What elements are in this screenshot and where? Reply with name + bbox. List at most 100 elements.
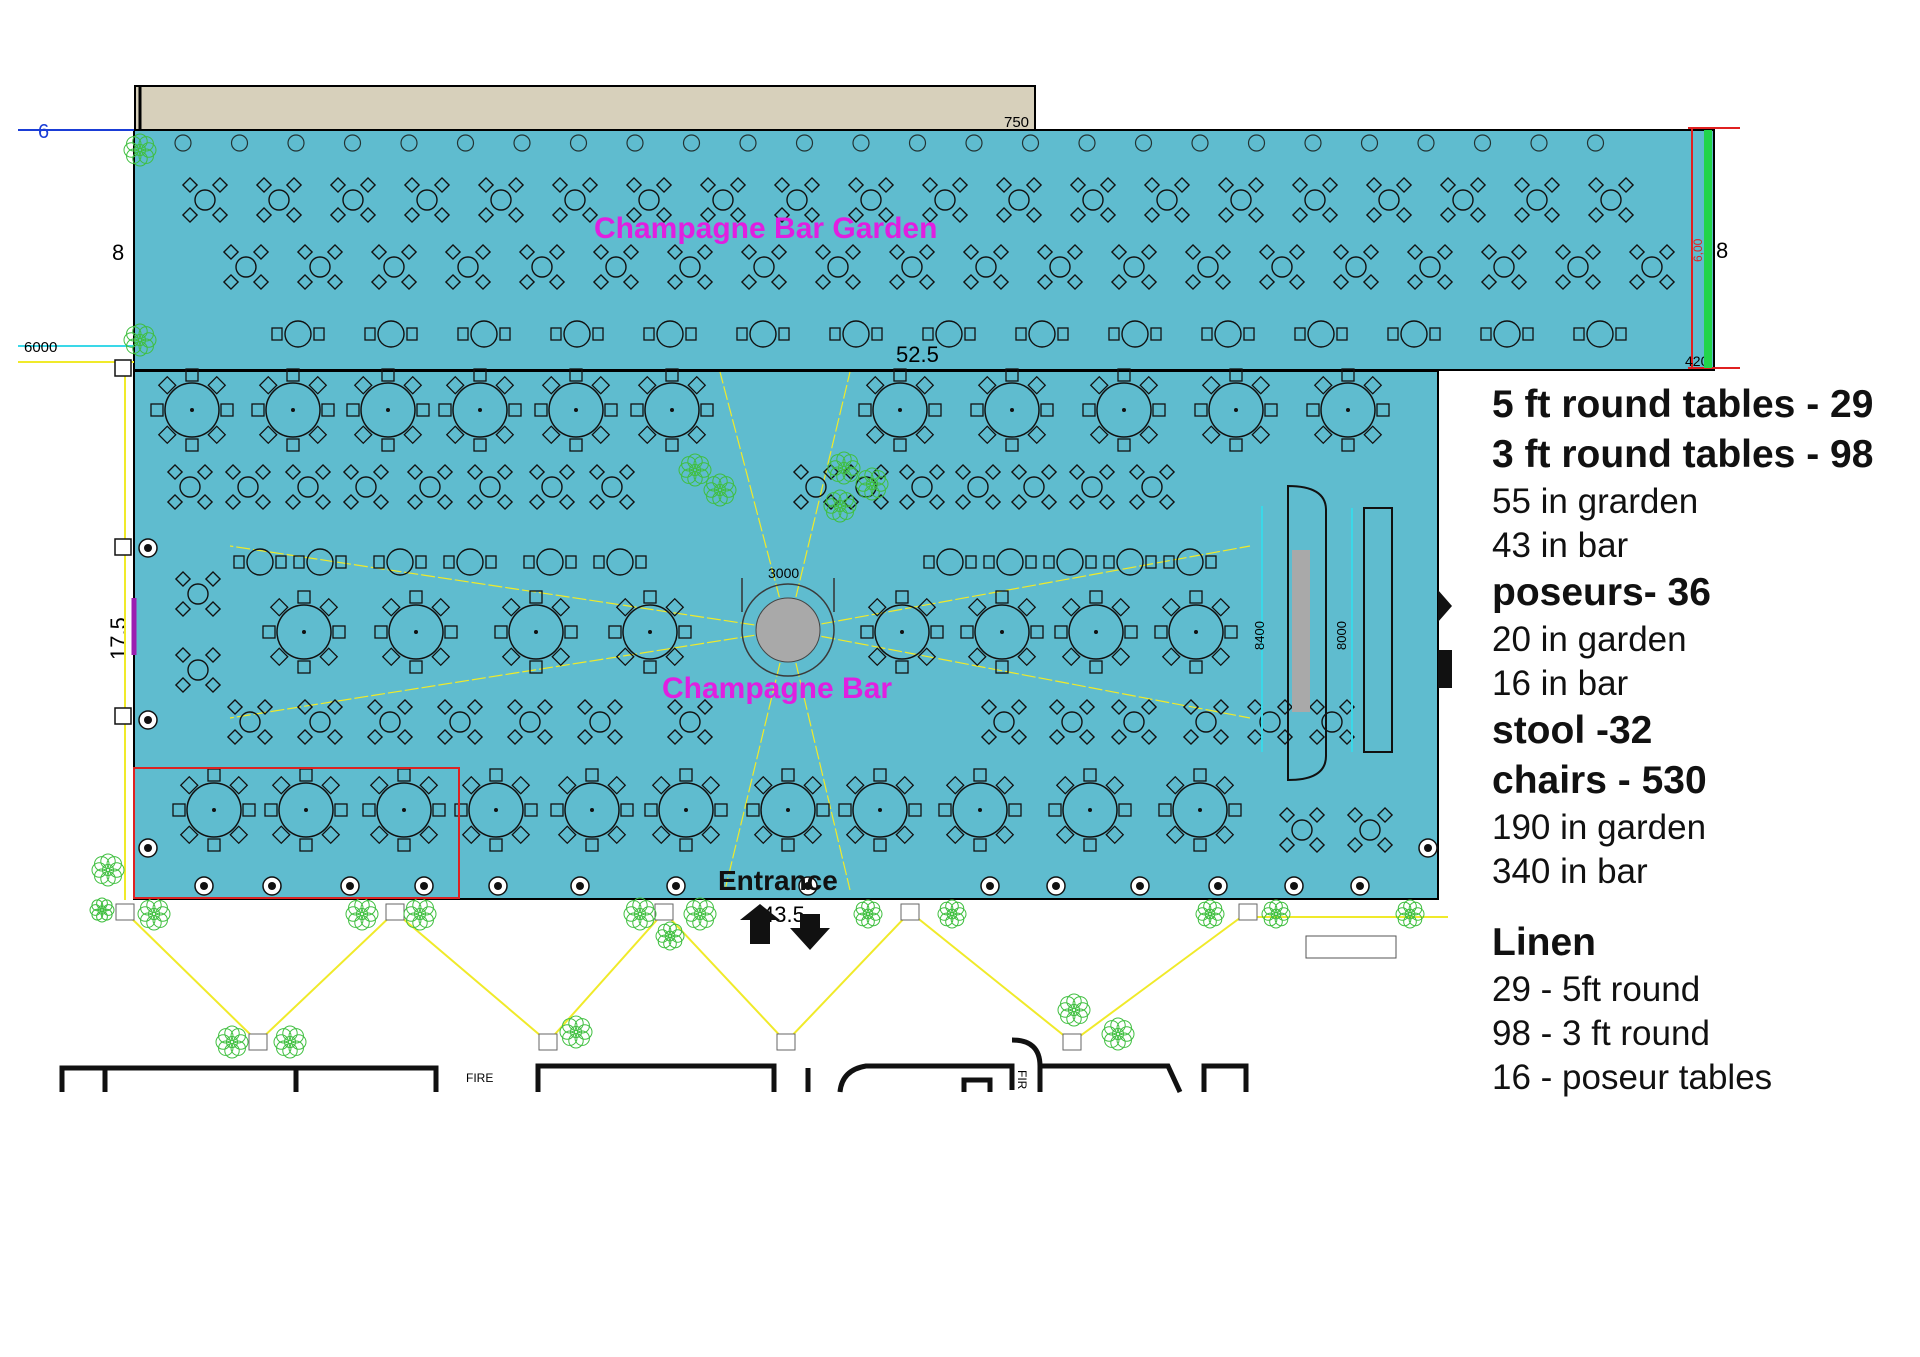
shrub bbox=[1195, 899, 1225, 929]
wall-light bbox=[400, 134, 418, 152]
round-table bbox=[858, 368, 942, 452]
poseur-table bbox=[1406, 243, 1454, 291]
stool bbox=[414, 876, 434, 896]
round-table bbox=[1048, 768, 1132, 852]
poseur-table bbox=[995, 176, 1043, 224]
round-table bbox=[608, 590, 692, 674]
round-table bbox=[1082, 368, 1166, 452]
round-table bbox=[630, 368, 714, 452]
dim-left-marker: 6 bbox=[38, 121, 49, 143]
wall-light bbox=[1586, 134, 1605, 152]
poseur-table bbox=[284, 463, 332, 511]
poseur-table bbox=[329, 176, 377, 224]
shrub bbox=[137, 897, 171, 931]
wall-light bbox=[852, 134, 870, 152]
dim-garden-width: 52.5 bbox=[896, 342, 939, 367]
light-post bbox=[248, 1033, 268, 1051]
round-table bbox=[454, 768, 538, 852]
wall-light bbox=[174, 134, 192, 152]
stool bbox=[488, 876, 508, 896]
stool-table bbox=[643, 320, 697, 348]
wall-light bbox=[1473, 134, 1492, 152]
wall-light bbox=[795, 134, 814, 152]
round-table bbox=[1054, 590, 1138, 674]
round-table bbox=[960, 590, 1044, 674]
shrub bbox=[123, 323, 157, 357]
stool bbox=[1350, 876, 1370, 896]
garden-floor bbox=[133, 129, 1715, 371]
poseur-table bbox=[1048, 698, 1096, 746]
garden-furniture bbox=[174, 134, 1676, 348]
wall-light bbox=[965, 134, 983, 152]
poseur-table bbox=[1182, 698, 1230, 746]
stool bbox=[570, 876, 590, 896]
legend-linen-title: Linen bbox=[1492, 921, 1596, 964]
dim-garden-right: 8 bbox=[1716, 238, 1728, 263]
poseur-table bbox=[528, 463, 576, 511]
poseur-table bbox=[1587, 176, 1635, 224]
bar-counter-curved bbox=[1287, 484, 1327, 782]
stool bbox=[1418, 838, 1438, 858]
legend-round3-garden: 55 in grarden bbox=[1492, 482, 1699, 521]
stool bbox=[1208, 876, 1228, 896]
poseur-table bbox=[1036, 243, 1084, 291]
building-wall bbox=[59, 1037, 1249, 1094]
green-wall bbox=[1704, 130, 1712, 368]
stool bbox=[194, 876, 214, 896]
poseur-table bbox=[296, 243, 344, 291]
stool bbox=[1284, 876, 1304, 896]
poseur-table bbox=[436, 698, 484, 746]
poseur-table bbox=[1332, 243, 1380, 291]
legend-chairs-bar: 340 in bar bbox=[1492, 852, 1648, 891]
poseur-table bbox=[1365, 176, 1413, 224]
entrance-label: Entrance bbox=[718, 865, 838, 896]
shrub bbox=[678, 453, 712, 487]
legend-gap bbox=[1492, 894, 1873, 918]
dim-bar-height: 17.5 bbox=[106, 617, 131, 660]
round-table bbox=[1194, 368, 1278, 452]
entrance-out-arrow bbox=[790, 914, 830, 950]
poseur-table bbox=[1554, 243, 1602, 291]
inventory-legend: 5 ft round tables - 29 3 ft round tables… bbox=[1492, 380, 1873, 1100]
poseur-table bbox=[921, 176, 969, 224]
top-strip bbox=[134, 85, 1036, 131]
stool-table bbox=[1043, 548, 1097, 576]
stool-table bbox=[922, 320, 976, 348]
poseur-table bbox=[1258, 243, 1306, 291]
round-table bbox=[860, 590, 944, 674]
side-arrow bbox=[1438, 590, 1452, 622]
round-table bbox=[150, 368, 234, 452]
stool-table bbox=[983, 548, 1037, 576]
poseur-table bbox=[403, 176, 451, 224]
stool-table bbox=[550, 320, 604, 348]
poseur-table bbox=[174, 570, 222, 618]
poseur-table bbox=[740, 243, 788, 291]
stool-table bbox=[1573, 320, 1627, 348]
bar-label: Champagne Bar bbox=[662, 672, 892, 705]
round-table bbox=[970, 368, 1054, 452]
stool-table bbox=[271, 320, 325, 348]
wall-light bbox=[1134, 134, 1153, 152]
stool-table bbox=[1480, 320, 1534, 348]
shrub bbox=[89, 897, 115, 923]
wall-light bbox=[569, 134, 588, 152]
poseur-table bbox=[224, 463, 272, 511]
shrub bbox=[123, 133, 157, 167]
poseur-table bbox=[370, 243, 418, 291]
poseur-table bbox=[366, 698, 414, 746]
stool-table bbox=[736, 320, 790, 348]
stool bbox=[980, 876, 1000, 896]
shrub bbox=[559, 1015, 593, 1049]
light-post bbox=[776, 1033, 796, 1051]
poseur-table bbox=[1010, 463, 1058, 511]
wall-light bbox=[1021, 134, 1040, 152]
stool-table bbox=[1163, 548, 1217, 576]
stool-table bbox=[1108, 320, 1162, 348]
shrub bbox=[1101, 1017, 1135, 1051]
circle-bar bbox=[755, 597, 821, 663]
fire-exit-label: FIRE bbox=[466, 1071, 493, 1085]
stool-table bbox=[523, 548, 577, 576]
round-table bbox=[172, 768, 256, 852]
stool-table bbox=[233, 548, 287, 576]
